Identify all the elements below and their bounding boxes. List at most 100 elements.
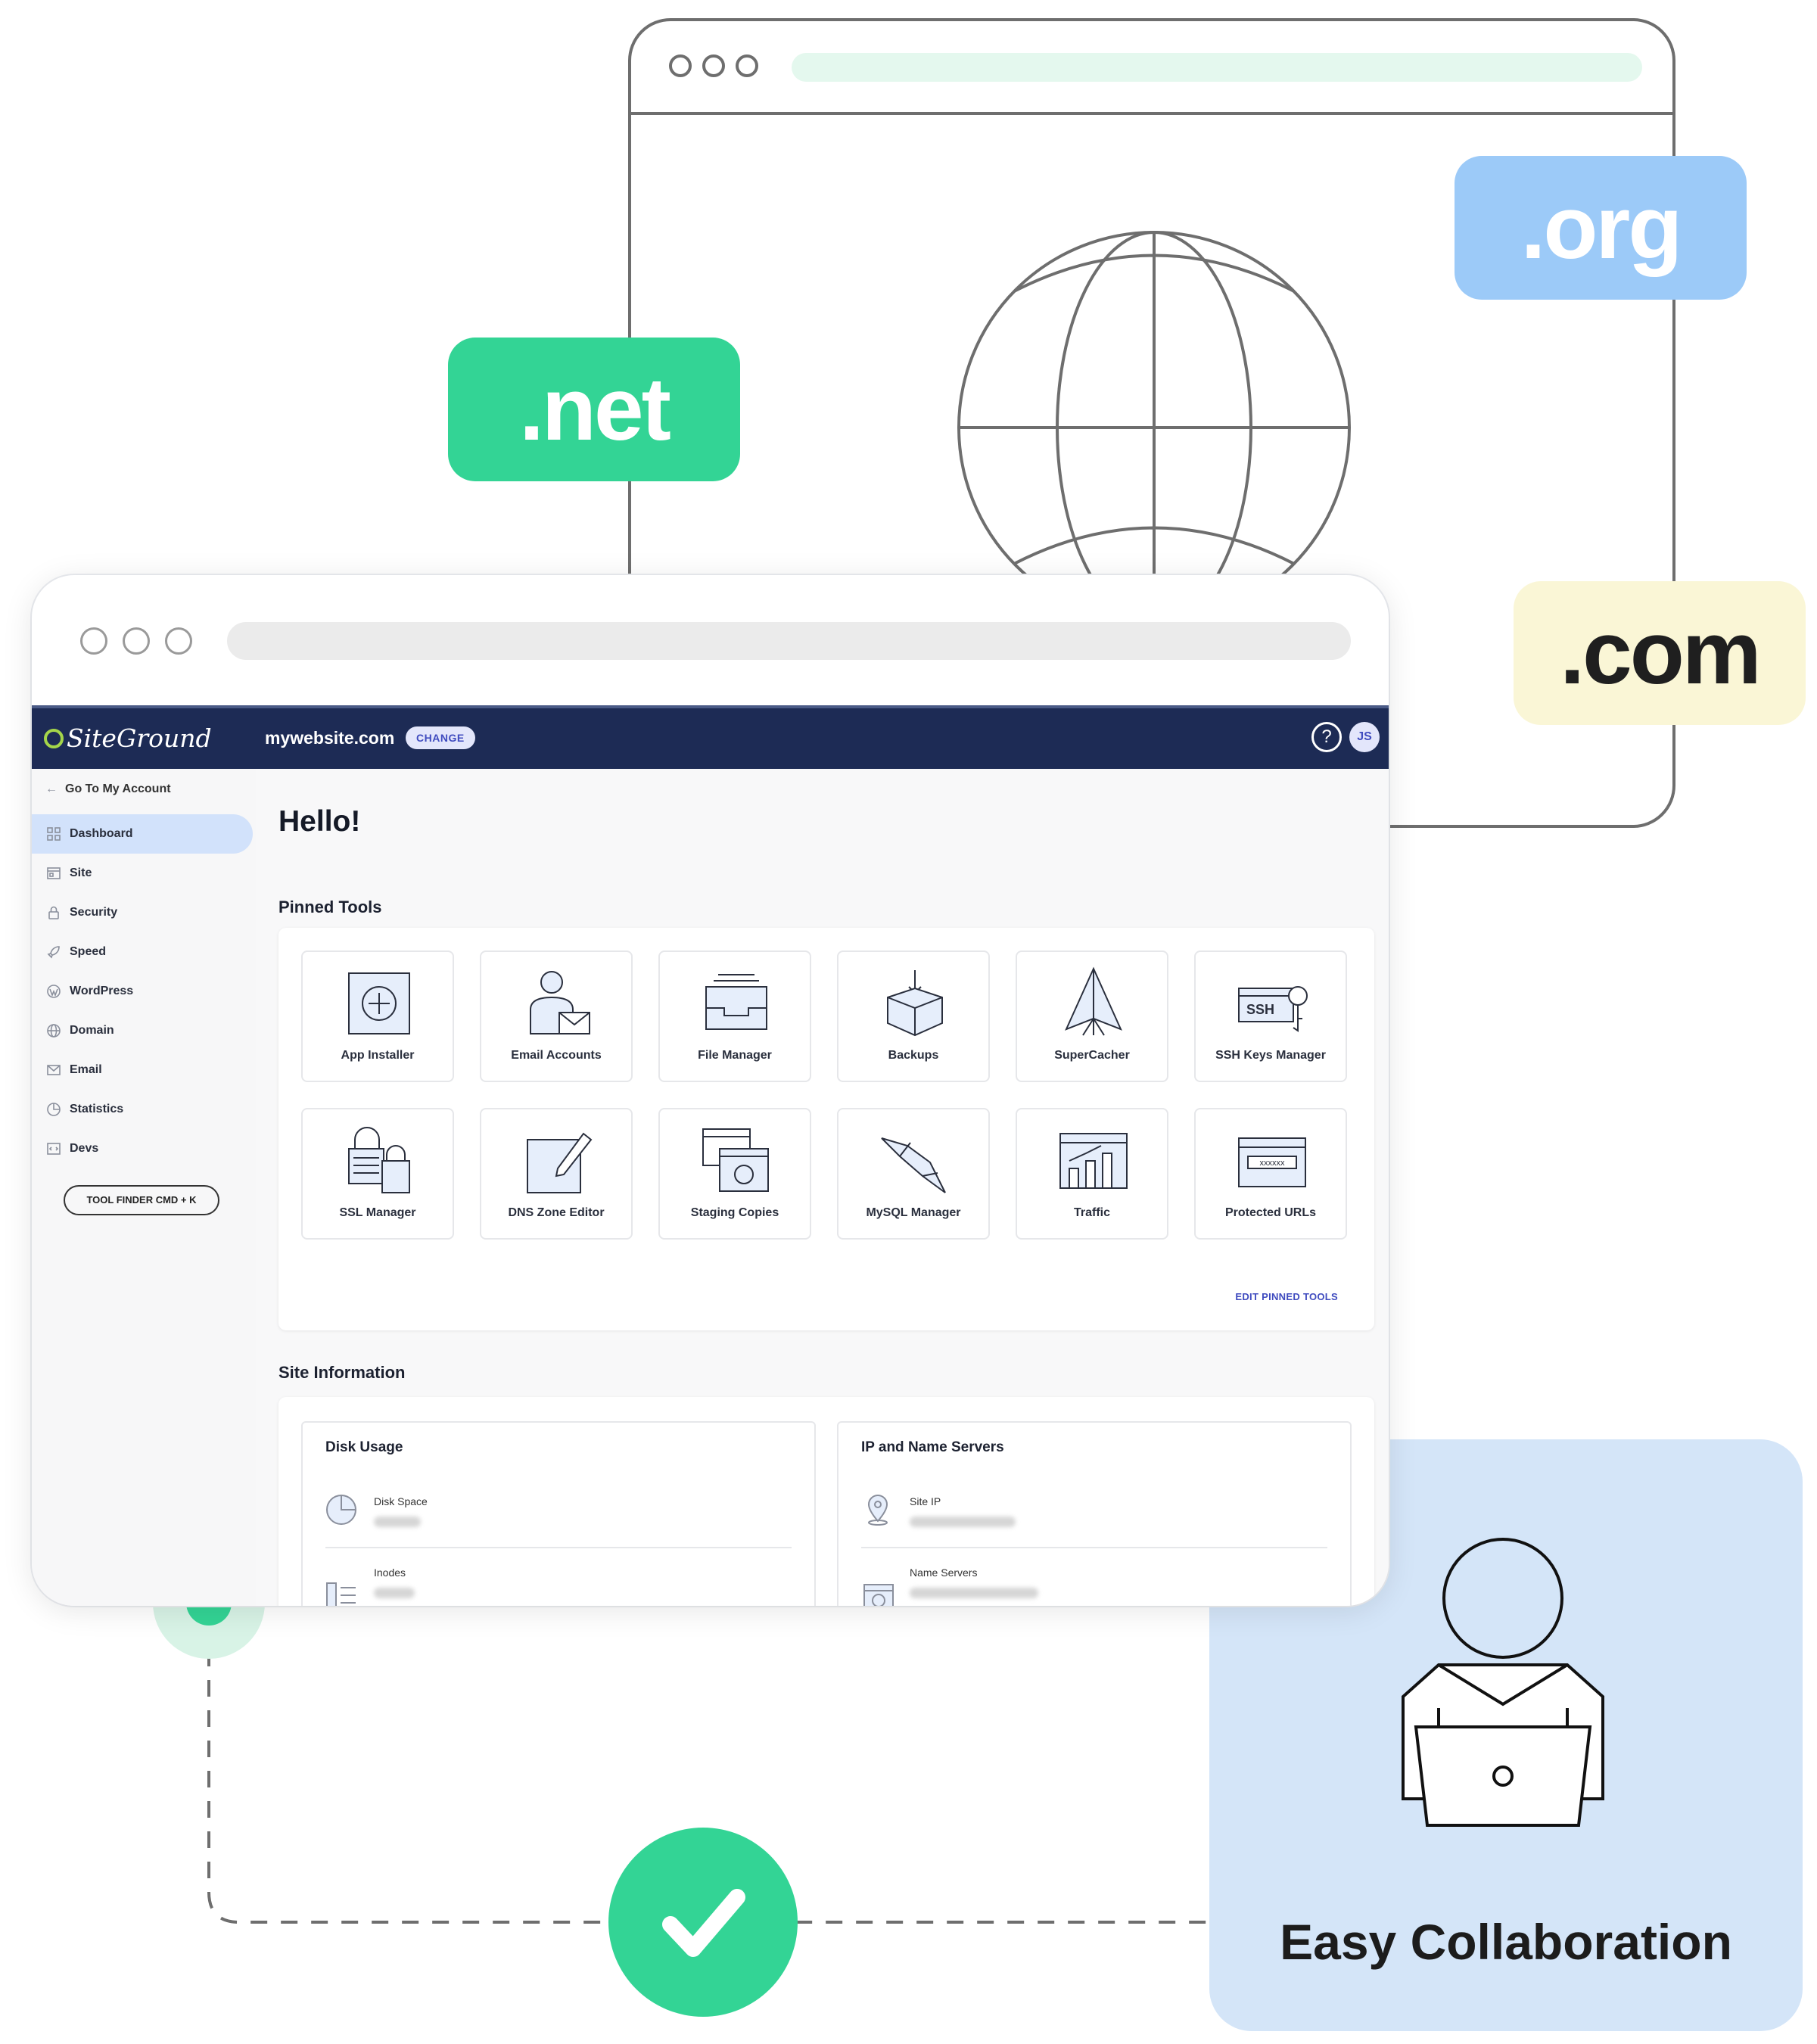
- name-servers-label: Name Servers: [910, 1566, 978, 1579]
- mysql-icon: [881, 1137, 946, 1193]
- protected-icon-text: xxxxxx: [1260, 1159, 1286, 1168]
- tool-label: MySQL Manager: [866, 1206, 961, 1219]
- sidebar-item-speed[interactable]: Speed: [32, 932, 253, 972]
- name-servers-value: [910, 1588, 1038, 1598]
- code-icon: [47, 1142, 61, 1156]
- tool-mysql-manager[interactable]: MySQL Manager: [837, 1108, 990, 1240]
- tool-label: App Installer: [341, 1049, 415, 1062]
- go-to-my-account-link[interactable]: ← Go To My Account: [45, 782, 171, 796]
- disk-space-value: [374, 1517, 421, 1527]
- tool-label: Staging Copies: [690, 1206, 779, 1219]
- tool-label: Traffic: [1073, 1206, 1110, 1219]
- sidebar-item-devs[interactable]: Devs: [32, 1129, 253, 1168]
- sidebar-item-security[interactable]: Security: [32, 893, 253, 932]
- app-header: SiteGround mywebsite.com CHANGE ? JS: [32, 705, 1389, 769]
- server-globe-icon: [863, 1584, 894, 1606]
- window-dot: [123, 627, 150, 655]
- pie-chart-icon: [326, 1495, 356, 1525]
- tool-supercacher[interactable]: SuperCacher: [1016, 950, 1168, 1082]
- collaboration-title: Easy Collaboration: [1280, 1914, 1732, 1970]
- sidebar-item-email[interactable]: Email: [32, 1050, 253, 1090]
- email-accounts-icon: [530, 971, 590, 1034]
- illustration-url-bar: [792, 53, 1642, 82]
- sidebar-item-domain[interactable]: Domain: [32, 1011, 253, 1050]
- tool-email-accounts[interactable]: Email Accounts: [480, 950, 633, 1082]
- window-dot: [80, 627, 107, 655]
- disk-space-label: Disk Space: [374, 1495, 428, 1507]
- sidebar: ← Go To My Account Dashboard Site Securi…: [32, 769, 256, 1606]
- tool-label: Backups: [888, 1049, 939, 1062]
- avatar[interactable]: JS: [1349, 722, 1380, 752]
- disk-usage-panel: Disk Usage Disk Space Inodes: [301, 1421, 816, 1606]
- tool-ssl-manager[interactable]: SSL Manager: [301, 1108, 454, 1240]
- tool-label: SuperCacher: [1054, 1049, 1130, 1062]
- person-laptop-icon: [1402, 1538, 1604, 1827]
- tool-traffic[interactable]: Traffic: [1016, 1108, 1168, 1240]
- help-icon[interactable]: ?: [1311, 722, 1342, 752]
- change-site-button[interactable]: CHANGE: [406, 726, 475, 749]
- traffic-icon: [1059, 1133, 1128, 1189]
- sidebar-item-label: Devs: [70, 1142, 99, 1155]
- window-dot: [702, 54, 725, 77]
- pinned-tools-title: Pinned Tools: [278, 898, 382, 916]
- sidebar-item-label: Domain: [70, 1024, 114, 1037]
- dns-zone-icon: [527, 1132, 593, 1193]
- tool-dns-zone-editor[interactable]: DNS Zone Editor: [480, 1108, 633, 1240]
- mail-icon: [47, 1063, 61, 1077]
- sidebar-item-site[interactable]: Site: [32, 854, 253, 893]
- lock-icon: [47, 906, 61, 919]
- staging-icon: [702, 1128, 769, 1192]
- tool-ssh-keys-manager[interactable]: SSH SSH Keys Manager: [1194, 950, 1347, 1082]
- dashboard-browser-window: SiteGround mywebsite.com CHANGE ? JS ← G…: [32, 575, 1389, 1606]
- tool-app-installer[interactable]: App Installer: [301, 950, 454, 1082]
- site-information-card: Disk Usage Disk Space Inodes IP and Name…: [278, 1397, 1374, 1606]
- grid-icon: [47, 827, 61, 841]
- tool-label: File Manager: [698, 1049, 772, 1062]
- tld-badge-com: .com: [1514, 581, 1806, 725]
- edit-pinned-tools-link[interactable]: EDIT PINNED TOOLS: [1235, 1291, 1338, 1302]
- window-dot: [736, 54, 758, 77]
- site-ip-value: [910, 1517, 1016, 1527]
- arrow-left-icon: ←: [45, 782, 58, 795]
- tld-badge-net: .net: [448, 338, 740, 481]
- tool-protected-urls[interactable]: xxxxxx Protected URLs: [1194, 1108, 1347, 1240]
- site-information-title: Site Information: [278, 1363, 406, 1382]
- window-dot: [669, 54, 692, 77]
- backups-icon: [887, 970, 943, 1037]
- ip-name-servers-title: IP and Name Servers: [861, 1439, 1004, 1455]
- rocket-icon: [47, 945, 61, 959]
- brand-name: SiteGround: [67, 723, 212, 753]
- tool-staging-copies[interactable]: Staging Copies: [658, 1108, 811, 1240]
- tld-badge-org: .org: [1455, 156, 1747, 300]
- tool-label: SSL Manager: [339, 1206, 416, 1219]
- tool-backups[interactable]: Backups: [837, 950, 990, 1082]
- window-dot: [165, 627, 192, 655]
- back-link-label: Go To My Account: [65, 782, 171, 795]
- sidebar-item-statistics[interactable]: Statistics: [32, 1090, 253, 1129]
- sidebar-item-label: Dashboard: [70, 827, 133, 840]
- url-bar[interactable]: [227, 622, 1351, 660]
- ssh-keys-icon: SSH: [1238, 986, 1308, 1032]
- site-ip-label: Site IP: [910, 1495, 941, 1507]
- ip-name-servers-panel: IP and Name Servers Site IP Name Servers: [837, 1421, 1352, 1606]
- sidebar-item-dashboard[interactable]: Dashboard: [32, 814, 253, 854]
- inodes-value: [374, 1588, 415, 1598]
- main-content: Hello! Pinned Tools App Installer Email …: [256, 769, 1389, 1606]
- sidebar-item-label: Site: [70, 866, 92, 879]
- inodes-label: Inodes: [374, 1566, 406, 1579]
- tool-finder-button[interactable]: TOOL FINDER CMD + K: [64, 1185, 219, 1215]
- sidebar-item-label: Email: [70, 1063, 102, 1076]
- sidebar-item-wordpress[interactable]: WordPress: [32, 972, 253, 1011]
- site-icon: [47, 866, 61, 880]
- sidebar-item-label: WordPress: [70, 985, 134, 997]
- globe-icon: [47, 1024, 61, 1038]
- tool-label: Protected URLs: [1224, 1206, 1317, 1219]
- check-icon: [608, 1828, 798, 2017]
- site-domain: mywebsite.com: [265, 728, 395, 748]
- pinned-tools-card: App Installer Email Accounts File Manage…: [278, 928, 1374, 1330]
- sidebar-item-label: Statistics: [70, 1103, 124, 1115]
- siteground-logo[interactable]: SiteGround: [44, 723, 212, 753]
- tool-file-manager[interactable]: File Manager: [658, 950, 811, 1082]
- sidebar-item-label: Security: [70, 906, 118, 919]
